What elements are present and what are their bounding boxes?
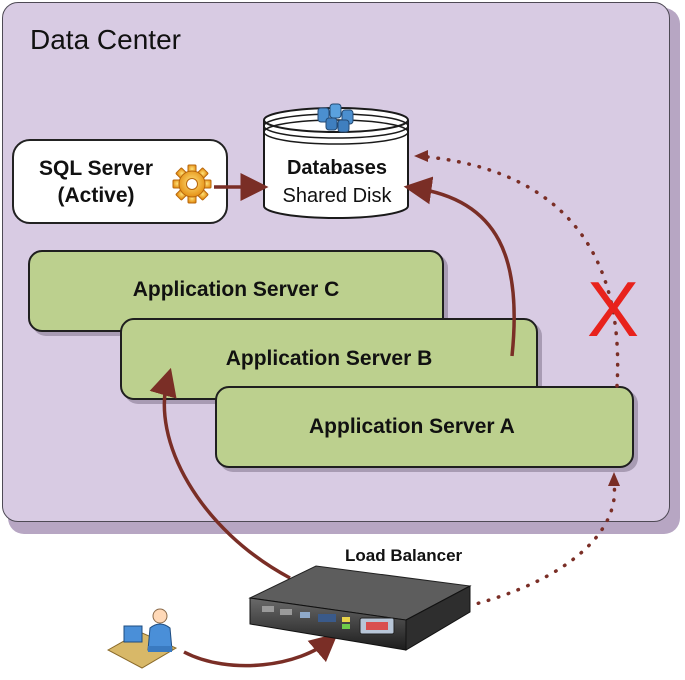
database-stack-icon — [317, 103, 354, 133]
load-balancer-to-app-server-b-arrow — [149, 367, 291, 580]
database-subtitle: Shared Disk — [282, 185, 392, 207]
database-title: Databases — [286, 157, 388, 179]
database-cylinder-icon — [263, 103, 409, 219]
load-balancer-label: Load Balancer — [345, 546, 463, 565]
application-server-a: Application Server A — [215, 386, 634, 468]
application-server-c-label: Application Server C — [132, 278, 340, 301]
application-server-b-label: Application Server B — [225, 347, 433, 370]
user-to-load-balancer-arrow — [183, 633, 338, 668]
load-balancer-icon — [248, 565, 472, 651]
failed-path-arrowhead — [414, 150, 428, 162]
load-balancer-to-app-server-a-arrowhead — [608, 472, 620, 486]
sql-server-status: (Active) — [57, 184, 135, 207]
application-server-a-label: Application Server A — [309, 415, 515, 438]
sql-server-name: SQL Server — [38, 157, 153, 180]
failed-database-path — [416, 154, 620, 388]
gear-icon — [172, 164, 212, 204]
data-center-title: Data Center — [30, 24, 181, 55]
user-computer-icon — [106, 608, 178, 669]
load-balancer-to-app-server-a-path — [466, 482, 617, 608]
failure-x-mark: X — [587, 265, 639, 353]
sql-server-label: SQL Server (Active) — [18, 155, 174, 209]
app-server-b-to-database-arrow — [403, 176, 516, 357]
